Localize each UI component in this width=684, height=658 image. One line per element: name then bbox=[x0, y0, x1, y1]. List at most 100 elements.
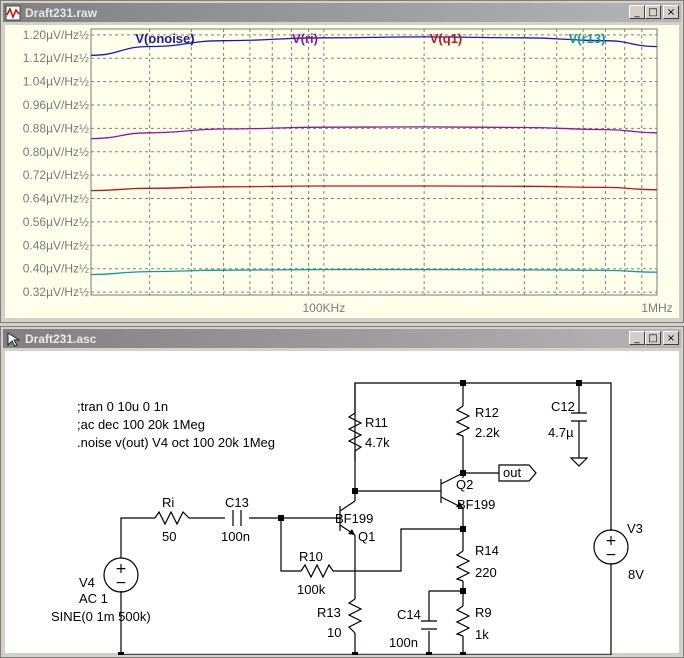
c13-value[interactable]: 100n bbox=[221, 529, 250, 544]
resistor-r10 bbox=[300, 563, 334, 579]
noise-chart[interactable]: 1.20µV/Hz½ 1.12µV/Hz½ 1.04µV/Hz½ 0.96µV/Hz½… bbox=[5, 25, 681, 320]
junction bbox=[576, 380, 582, 386]
plot-window-titlebar[interactable]: Draft231.raw _ □ × bbox=[3, 3, 681, 22]
r11-value[interactable]: 4.7k bbox=[365, 435, 390, 450]
plot-pane[interactable]: 1.20µV/Hz½ 1.12µV/Hz½ 1.04µV/Hz½ 0.96µV/Hz½… bbox=[5, 25, 679, 318]
junction bbox=[460, 588, 466, 594]
junction bbox=[460, 526, 466, 532]
r14-name[interactable]: R14 bbox=[475, 543, 499, 558]
ground-symbol bbox=[569, 457, 589, 467]
capacitor-c14 bbox=[421, 620, 437, 630]
plot-window-title: Draft231.raw bbox=[25, 5, 98, 20]
resistor-r11 bbox=[347, 412, 363, 452]
x-tick-label: 1MHz bbox=[641, 301, 672, 315]
c12-name[interactable]: C12 bbox=[551, 399, 575, 414]
series-line bbox=[90, 36, 658, 56]
legend-label: V(ri) bbox=[292, 31, 318, 46]
r11-name[interactable]: R11 bbox=[365, 415, 388, 430]
r12-name[interactable]: R12 bbox=[475, 405, 499, 420]
out-port bbox=[498, 464, 537, 482]
y-tick-label: 0.64µV/Hz½ bbox=[23, 192, 89, 206]
y-tick-label: 0.96µV/Hz½ bbox=[23, 98, 89, 112]
y-tick-label: 0.48µV/Hz½ bbox=[23, 238, 89, 252]
resistor-ri bbox=[154, 510, 190, 526]
junction bbox=[460, 470, 466, 476]
junction bbox=[352, 488, 358, 494]
v3-name[interactable]: V3 bbox=[627, 521, 643, 536]
legend-label: V(onoise) bbox=[135, 31, 194, 46]
y-tick-label: 0.56µV/Hz½ bbox=[23, 215, 89, 229]
schematic-close-button[interactable]: × bbox=[663, 331, 679, 345]
junction bbox=[352, 652, 358, 655]
ri-value[interactable]: 50 bbox=[162, 529, 176, 544]
wire bbox=[354, 383, 580, 655]
q2-name[interactable]: Q2 bbox=[456, 477, 473, 492]
junction bbox=[460, 652, 466, 655]
wire bbox=[120, 517, 463, 655]
y-tick-label: 1.20µV/Hz½ bbox=[23, 28, 89, 42]
y-tick-label: 0.80µV/Hz½ bbox=[23, 145, 89, 159]
r12-value[interactable]: 2.2k bbox=[475, 425, 500, 440]
waveform-plot-icon bbox=[5, 5, 21, 21]
schematic-window: Draft231.asc _ □ × bbox=[0, 326, 684, 658]
v4-sine[interactable]: SINE(0 1m 500k) bbox=[51, 609, 151, 624]
resistor-r12 bbox=[455, 405, 471, 437]
schematic-minimize-button[interactable]: _ bbox=[629, 331, 645, 345]
v4-ac[interactable]: AC 1 bbox=[79, 591, 108, 606]
c13-name[interactable]: C13 bbox=[225, 495, 249, 510]
y-tick-label: 0.88µV/Hz½ bbox=[23, 121, 89, 135]
schematic-maximize-button[interactable]: □ bbox=[645, 331, 661, 345]
junction bbox=[118, 652, 124, 655]
svg-text:+: + bbox=[115, 561, 127, 577]
svg-text:−: − bbox=[115, 575, 127, 591]
r9-name[interactable]: R9 bbox=[475, 605, 492, 620]
spice-directive-noise[interactable]: .noise v(out) V4 oct 100 20k 1Meg bbox=[77, 435, 275, 450]
v4-name[interactable]: V4 bbox=[79, 575, 95, 590]
schematic-cursor-icon bbox=[5, 331, 21, 347]
out-label[interactable]: out bbox=[503, 465, 521, 480]
svg-text:+: + bbox=[605, 533, 617, 549]
legend-label: V(r13) bbox=[569, 31, 606, 46]
x-tick-label: 100KHz bbox=[303, 301, 346, 315]
resistor-r13 bbox=[347, 598, 363, 634]
voltage-source-v3 bbox=[593, 529, 629, 565]
q1-name[interactable]: Q1 bbox=[358, 529, 375, 544]
series-line bbox=[90, 185, 658, 192]
schematic-window-titlebar[interactable]: Draft231.asc _ □ × bbox=[3, 329, 681, 348]
r14-value[interactable]: 220 bbox=[475, 565, 497, 580]
spice-directive-ac[interactable]: ;ac dec 100 20k 1Meg bbox=[77, 417, 205, 432]
plot-close-button[interactable]: × bbox=[663, 5, 679, 19]
plot-frame bbox=[90, 28, 658, 296]
y-tick-label: 1.04µV/Hz½ bbox=[23, 75, 89, 89]
series-line bbox=[90, 126, 658, 140]
q1-model[interactable]: BF199 bbox=[335, 511, 373, 526]
y-tick-label: 1.12µV/Hz½ bbox=[23, 51, 89, 65]
r13-name[interactable]: R13 bbox=[317, 605, 341, 620]
junction bbox=[426, 652, 432, 655]
r10-name[interactable]: R10 bbox=[299, 549, 323, 564]
schematic-drawing[interactable]: + − + − ;tran 0 10u 0 bbox=[5, 351, 681, 655]
legend-label: V(q1) bbox=[430, 31, 463, 46]
junction bbox=[460, 380, 466, 386]
capacitor-c13 bbox=[232, 510, 242, 526]
c12-value[interactable]: 4.7µ bbox=[548, 425, 574, 440]
r10-value[interactable]: 100k bbox=[297, 582, 326, 597]
ri-name[interactable]: Ri bbox=[162, 495, 174, 510]
schematic-canvas[interactable]: + − + − ;tran 0 10u 0 bbox=[5, 351, 681, 655]
schematic-window-title: Draft231.asc bbox=[25, 331, 97, 346]
q2-model[interactable]: BF199 bbox=[457, 497, 495, 512]
c14-value[interactable]: 100n bbox=[389, 635, 418, 650]
r13-value[interactable]: 10 bbox=[327, 625, 341, 640]
y-tick-label: 0.72µV/Hz½ bbox=[23, 168, 89, 182]
spice-directive-tran[interactable]: ;tran 0 10u 0 1n bbox=[77, 399, 168, 414]
plot-maximize-button[interactable]: □ bbox=[645, 5, 661, 19]
y-tick-label: 0.40µV/Hz½ bbox=[23, 262, 89, 276]
v3-value[interactable]: 8V bbox=[628, 567, 644, 582]
plot-minimize-button[interactable]: _ bbox=[629, 5, 645, 19]
y-tick-label: 0.32µV/Hz½ bbox=[23, 285, 89, 299]
svg-text:−: − bbox=[605, 547, 617, 563]
voltage-source-v4 bbox=[103, 557, 139, 593]
c14-name[interactable]: C14 bbox=[397, 607, 421, 622]
r9-value[interactable]: 1k bbox=[475, 627, 489, 642]
